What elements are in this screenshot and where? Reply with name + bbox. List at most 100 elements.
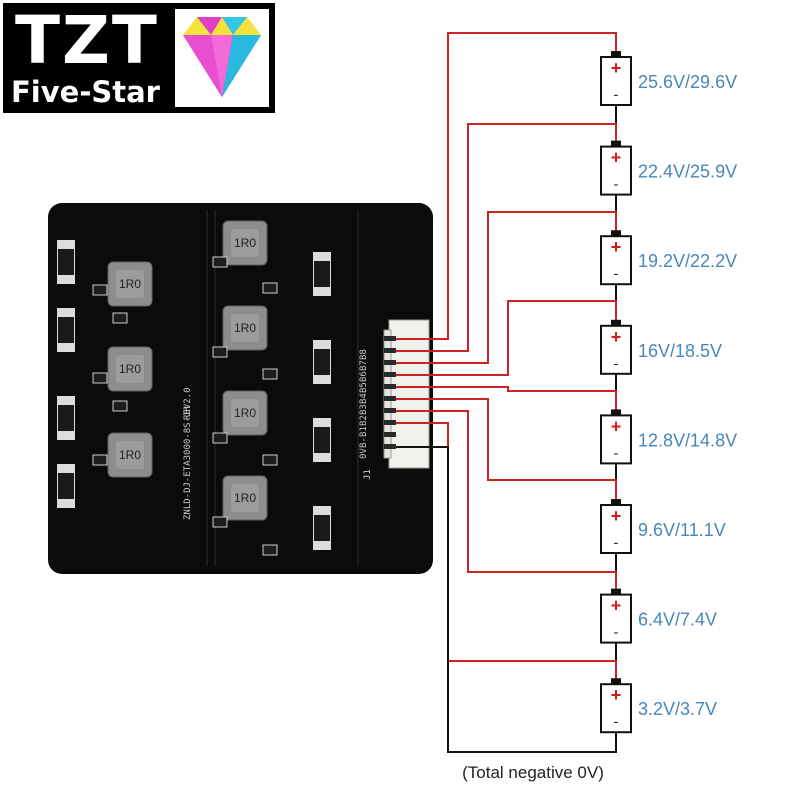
chip [212,516,228,528]
inductor-group: 1R0 1R0 1R0 1R0 1R0 1R0 1R0 [107,220,268,521]
inductor: 1R0 [107,261,153,307]
sense-wire [396,123,617,352]
connector-pin [384,372,396,377]
sense-wire [396,32,617,340]
chip [92,372,108,384]
connector-label: J1 [363,469,373,480]
chip-group [92,256,278,556]
plus-icon: + [611,58,622,78]
minus-icon: - [614,624,619,640]
cell-voltage-label: 9.6V/11.1V [638,520,726,540]
connector-pin-label: B6 [359,371,369,382]
cell-voltage-label: 19.2V/22.2V [638,251,737,271]
connector-pin [384,432,396,437]
diode [313,340,331,384]
brand-logo: TZT Five-Star [3,3,275,113]
sense-wire [396,386,617,410]
minus-icon: - [614,444,619,460]
diode [57,464,75,508]
connector-pin-label: B2 [359,415,369,426]
cell-voltage-label: 12.8V/14.8V [638,430,737,450]
inductor: 1R0 [222,305,268,351]
plus-icon: + [611,596,622,616]
inductor: 1R0 [107,432,153,478]
chip [92,284,108,296]
plus-icon: + [611,685,622,705]
connector-pin-label: B5 [359,382,369,393]
connector-pin-label: 0V [359,448,369,459]
battery-cell: +-16V/18.5V [600,319,722,375]
minus-icon: - [614,86,619,102]
plus-icon: + [611,506,622,526]
battery-cell: + - 25.6V/29.6V [600,51,737,106]
diode [313,418,331,462]
cell-voltage-label: 25.6V/29.6V [638,72,737,92]
chip [112,312,128,324]
plus-icon: + [611,327,622,347]
inductor: 1R0 [222,390,268,436]
chip [262,454,278,466]
inductor: 1R0 [222,220,268,266]
battery-cell: +-22.4V/25.9V [600,140,737,196]
connector-pin-label: B3 [359,404,369,415]
minus-icon: - [614,713,619,729]
wires [396,32,617,753]
chip [262,282,278,294]
bms-board: 1R0 1R0 1R0 1R0 1R0 1R0 1R0 ZNLD-DJ-ETA3000-8S… [48,203,433,574]
connector-pin-label: B7 [359,360,369,371]
plus-icon: + [611,416,622,436]
connector-pin [384,444,396,449]
logo-brand-text: TZT [15,2,159,79]
inductor-marking: 1R0 [119,448,141,462]
cell-voltage-label: 3.2V/3.7V [638,699,717,719]
sense-wire [396,211,617,364]
inductor: 1R0 [107,346,153,392]
diode [313,252,331,296]
chip [262,544,278,556]
connector-pin-label: B4 [359,393,369,404]
logo-diamond-panel [175,9,269,107]
diode [57,396,75,440]
minus-icon: - [614,534,619,550]
diamond-icon [183,17,261,97]
connector-pin [384,408,396,413]
connector-pin-label: B8 [359,349,369,360]
diode [313,506,331,550]
chip [212,256,228,268]
board-revision-label: REV2.0 [183,387,193,420]
connector-pin [384,336,396,341]
chip [212,346,228,358]
battery-cell: + - 9.6V/11.1V [600,499,726,554]
inductor-marking: 1R0 [234,236,256,250]
connector-pin-label: B1 [359,426,369,437]
cell-voltage-label: 16V/18.5V [638,341,722,361]
connector-pin [384,360,396,365]
chip [212,432,228,444]
sense-wire [396,300,617,376]
connector-pin [384,384,396,389]
chip [112,400,128,412]
logo-tagline: Five-Star [11,75,160,109]
inductor-marking: 1R0 [234,321,256,335]
inductor-marking: 1R0 [234,491,256,505]
sense-wire [396,398,617,499]
battery-stack: + - 25.6V/29.6V +-22.4V/25.9V + - 19.2V/22.2V +… [600,51,737,734]
inductor-marking: 1R0 [234,406,256,420]
cell-voltage-label: 6.4V/7.4V [638,610,717,630]
chip [92,454,108,466]
battery-cell: + - 3.2V/3.7V [600,678,717,734]
minus-icon: - [614,176,619,192]
connector-pin [384,348,396,353]
diode [57,240,75,284]
diode-group [57,240,331,550]
battery-cell: + - 12.8V/14.8V [600,409,737,465]
board-model-label: ZNLD-DJ-ETA3000-8S-JH [183,406,193,520]
plus-icon: + [611,237,622,257]
balance-connector [383,319,430,469]
battery-cell: + - 6.4V/7.4V [600,588,717,644]
inductor-marking: 1R0 [119,277,141,291]
connector-pin [384,396,396,401]
total-negative-label: (Total negative 0V) [462,763,604,782]
